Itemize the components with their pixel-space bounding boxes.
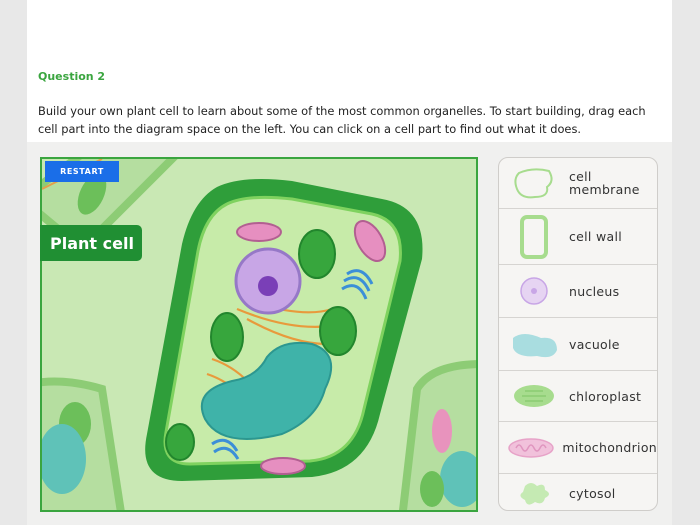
- chloroplast-icon: [499, 371, 569, 421]
- cytosol-icon: [499, 474, 569, 510]
- cell-title-label: Plant cell: [40, 225, 142, 261]
- plant-cell-illustration: [42, 159, 476, 510]
- cell-part-label: cell membrane: [569, 169, 640, 197]
- question-instructions: Build your own plant cell to learn about…: [38, 104, 646, 136]
- cell-part-mitochondrion[interactable]: mitochondrion: [499, 422, 657, 474]
- nucleus-icon: [499, 265, 569, 317]
- vacuole-icon: [499, 318, 569, 370]
- question-card: Question 2 Build your own plant cell to …: [27, 0, 672, 142]
- diagram-drop-area[interactable]: [40, 157, 478, 512]
- cell-part-wall[interactable]: cell wall: [499, 209, 657, 265]
- cell-part-nucleus[interactable]: nucleus: [499, 265, 657, 318]
- cell-part-cytosol[interactable]: cytosol: [499, 474, 657, 510]
- cell-part-label: chloroplast: [569, 388, 642, 404]
- question-title: Question 2: [38, 70, 106, 83]
- cell-part-label: mitochondrion: [562, 440, 657, 455]
- restart-button[interactable]: RESTART: [45, 161, 119, 182]
- mitochondrion-icon: [499, 422, 562, 473]
- cell-part-membrane[interactable]: cell membrane: [499, 158, 657, 209]
- cell-part-label: vacuole: [569, 336, 620, 352]
- cell-membrane-icon: [499, 158, 569, 208]
- cell-part-label: cytosol: [569, 485, 616, 501]
- cell-parts-panel: cell membrane cell wall nucleus vacuole …: [498, 157, 658, 511]
- cell-part-label: nucleus: [569, 283, 620, 299]
- cell-part-chloroplast[interactable]: chloroplast: [499, 371, 657, 422]
- cell-part-vacuole[interactable]: vacuole: [499, 318, 657, 371]
- cell-part-label: cell wall: [569, 229, 623, 244]
- cell-wall-icon: [499, 209, 569, 264]
